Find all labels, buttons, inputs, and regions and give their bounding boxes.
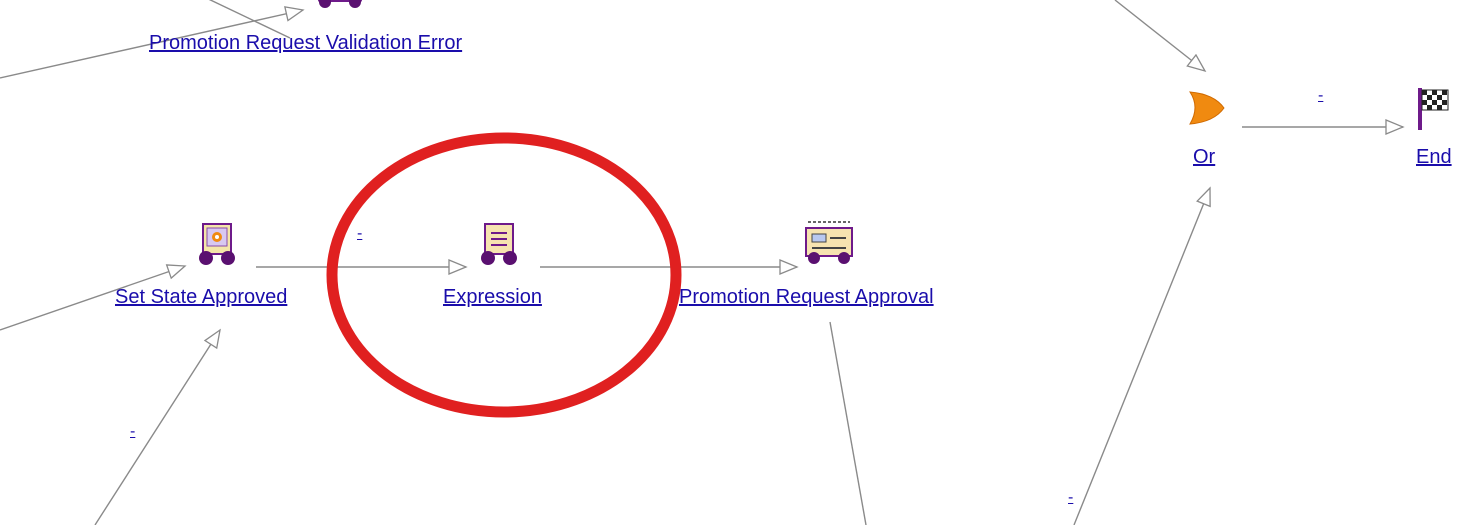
expression-icon[interactable] xyxy=(481,223,517,265)
task-icon[interactable] xyxy=(318,0,362,8)
edge-label-lower-left-to-set-state[interactable]: - xyxy=(130,423,136,440)
edge-label-or-to-end[interactable]: - xyxy=(1318,87,1324,104)
approval-icon[interactable] xyxy=(805,221,853,264)
edge-approval-down xyxy=(829,321,867,525)
edge-top-right-to-or xyxy=(1114,0,1207,73)
node-label-expression[interactable]: Expression xyxy=(443,286,542,308)
edge-lower-right-to-or xyxy=(1073,186,1211,525)
edge-label-set-state-to-expression[interactable]: - xyxy=(357,225,363,242)
node-label-end[interactable]: End xyxy=(1416,146,1452,168)
edge-into-validation-error xyxy=(0,6,305,79)
checkered-flag-icon[interactable] xyxy=(1418,88,1449,130)
node-label-set-state-approved[interactable]: Set State Approved xyxy=(115,286,288,308)
set-state-icon[interactable] xyxy=(199,223,235,265)
node-label-or[interactable]: Or xyxy=(1193,146,1216,168)
or-gate-icon[interactable] xyxy=(1189,91,1225,125)
edge-top-left-crossing xyxy=(208,0,291,39)
node-label-validation-error[interactable]: Promotion Request Validation Error xyxy=(149,32,463,54)
node-label-promotion-request-approval[interactable]: Promotion Request Approval xyxy=(679,286,934,308)
edge-into-set-state xyxy=(0,264,187,331)
edge-lower-left-to-set-state xyxy=(94,328,221,525)
highlight-circle xyxy=(326,132,682,418)
edge-label-lower-right-to-or[interactable]: - xyxy=(1068,489,1074,506)
